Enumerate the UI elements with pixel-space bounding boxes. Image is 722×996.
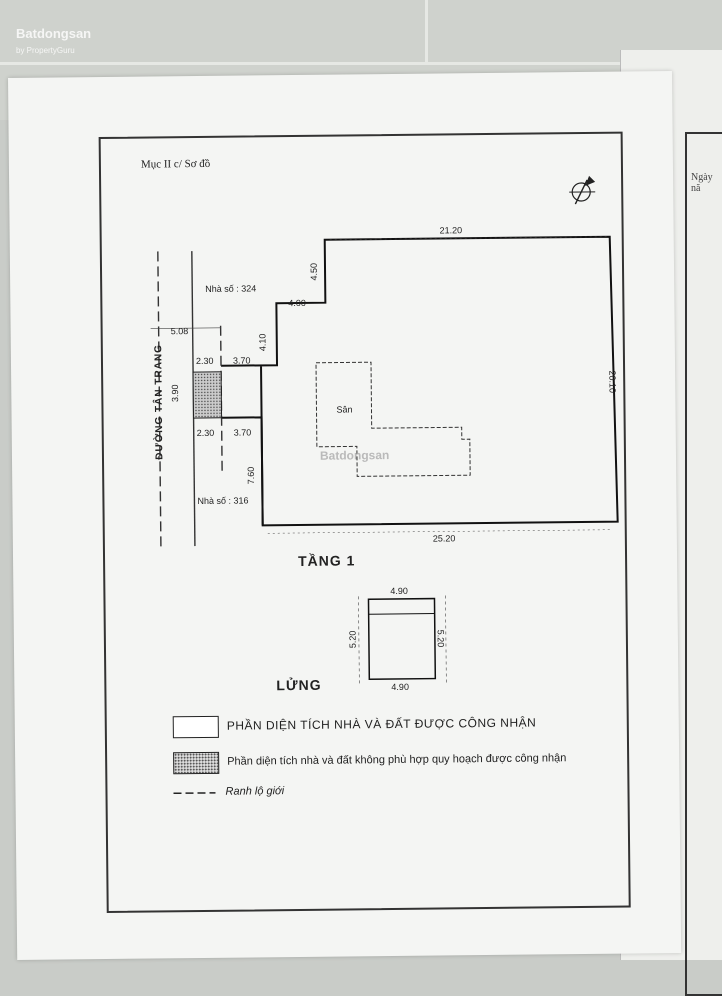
legend-box-nonconforming [173, 752, 219, 774]
dim-top: 21.20 [440, 225, 463, 235]
dim-3-70-top: 3.70 [233, 355, 251, 365]
mezz-dim-bottom: 4.90 [391, 682, 409, 692]
neighbor-316: Nhà số : 316 [197, 496, 248, 507]
adjacent-page-frame [685, 132, 722, 996]
watermark-logo: Batdongsan [16, 26, 91, 41]
dim-5-08: 5.08 [171, 326, 189, 336]
document-page: Mục II c/ Sơ đồ [8, 71, 681, 960]
floor-plan-svg [8, 71, 681, 960]
mezzanine-title: LỬNG [276, 677, 321, 693]
lot-boundary [220, 237, 618, 526]
mezz-dim-left: 5.20 [348, 631, 358, 649]
courtyard-label: Sân [336, 404, 352, 414]
dim-4-10: 4.10 [257, 334, 267, 352]
center-watermark: Batdongsan [320, 448, 389, 463]
mezz-dim-top: 4.90 [390, 586, 408, 596]
dim-3-90: 3.90 [170, 384, 180, 402]
dim-3-70-bottom: 3.70 [234, 427, 252, 437]
dim-2-30-bottom: 2.30 [197, 428, 215, 438]
dim-4-50: 4.50 [309, 263, 319, 281]
mezz-dim-right: 5.20 [436, 630, 446, 648]
north-arrow-icon [569, 176, 595, 204]
dim-4-00: 4.00 [288, 298, 306, 308]
floor-1-title: TẦNG 1 [298, 552, 356, 569]
street-name: ĐƯỜNG TÂN TRANG [153, 344, 165, 460]
watermark-sub: by PropertyGuru [16, 46, 75, 55]
mezzanine-outline [368, 599, 435, 680]
corner-watermark: Batdongsan by PropertyGuru [16, 26, 91, 56]
dim-7-60: 7.60 [246, 467, 256, 485]
dim-bottom: 25.20 [433, 533, 456, 543]
legend-boundary: Ranh lộ giới [225, 785, 284, 798]
legend-box-recognized [173, 716, 219, 738]
neighbor-324: Nhà số : 324 [205, 283, 256, 294]
dim-2-30-top: 2.30 [196, 356, 214, 366]
dim-right: 20.10 [607, 370, 617, 393]
